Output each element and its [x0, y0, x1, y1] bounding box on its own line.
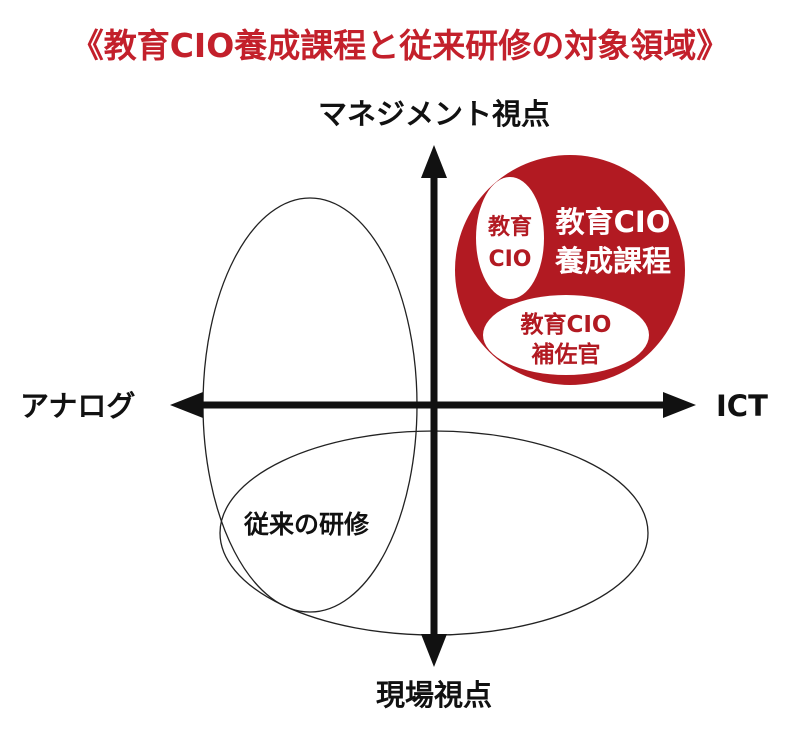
axis-label-bottom: 現場視点 — [376, 678, 492, 712]
cio-assistant-ellipse — [483, 295, 649, 375]
axis-label-left: アナログ — [20, 389, 135, 423]
axis-arrow-down-icon — [421, 634, 447, 667]
education-cio-ellipse — [476, 177, 544, 299]
diagram-title: 《教育CIO養成課程と従来研修の対象領域》 — [71, 26, 730, 65]
axis-arrow-up-icon — [421, 145, 447, 178]
cio-program-label-line1: 教育CIO — [556, 205, 671, 239]
cio-program-label-line2: 養成課程 — [554, 244, 671, 278]
education-cio-label-line1: 教育 — [488, 214, 532, 240]
axis-label-top: マネジメント視点 — [318, 97, 550, 131]
axis-label-right: ICT — [716, 389, 768, 423]
axis-arrow-left-icon — [170, 392, 203, 418]
axis-arrow-right-icon — [663, 392, 696, 418]
cio-assistant-label-line1: 教育CIO — [521, 311, 612, 338]
cio-assistant-label-line2: 補佐官 — [531, 341, 601, 368]
education-cio-label-line2: CIO — [488, 247, 531, 272]
horizontal-axis — [170, 392, 696, 418]
conventional-training-label: 従来の研修 — [243, 510, 370, 539]
